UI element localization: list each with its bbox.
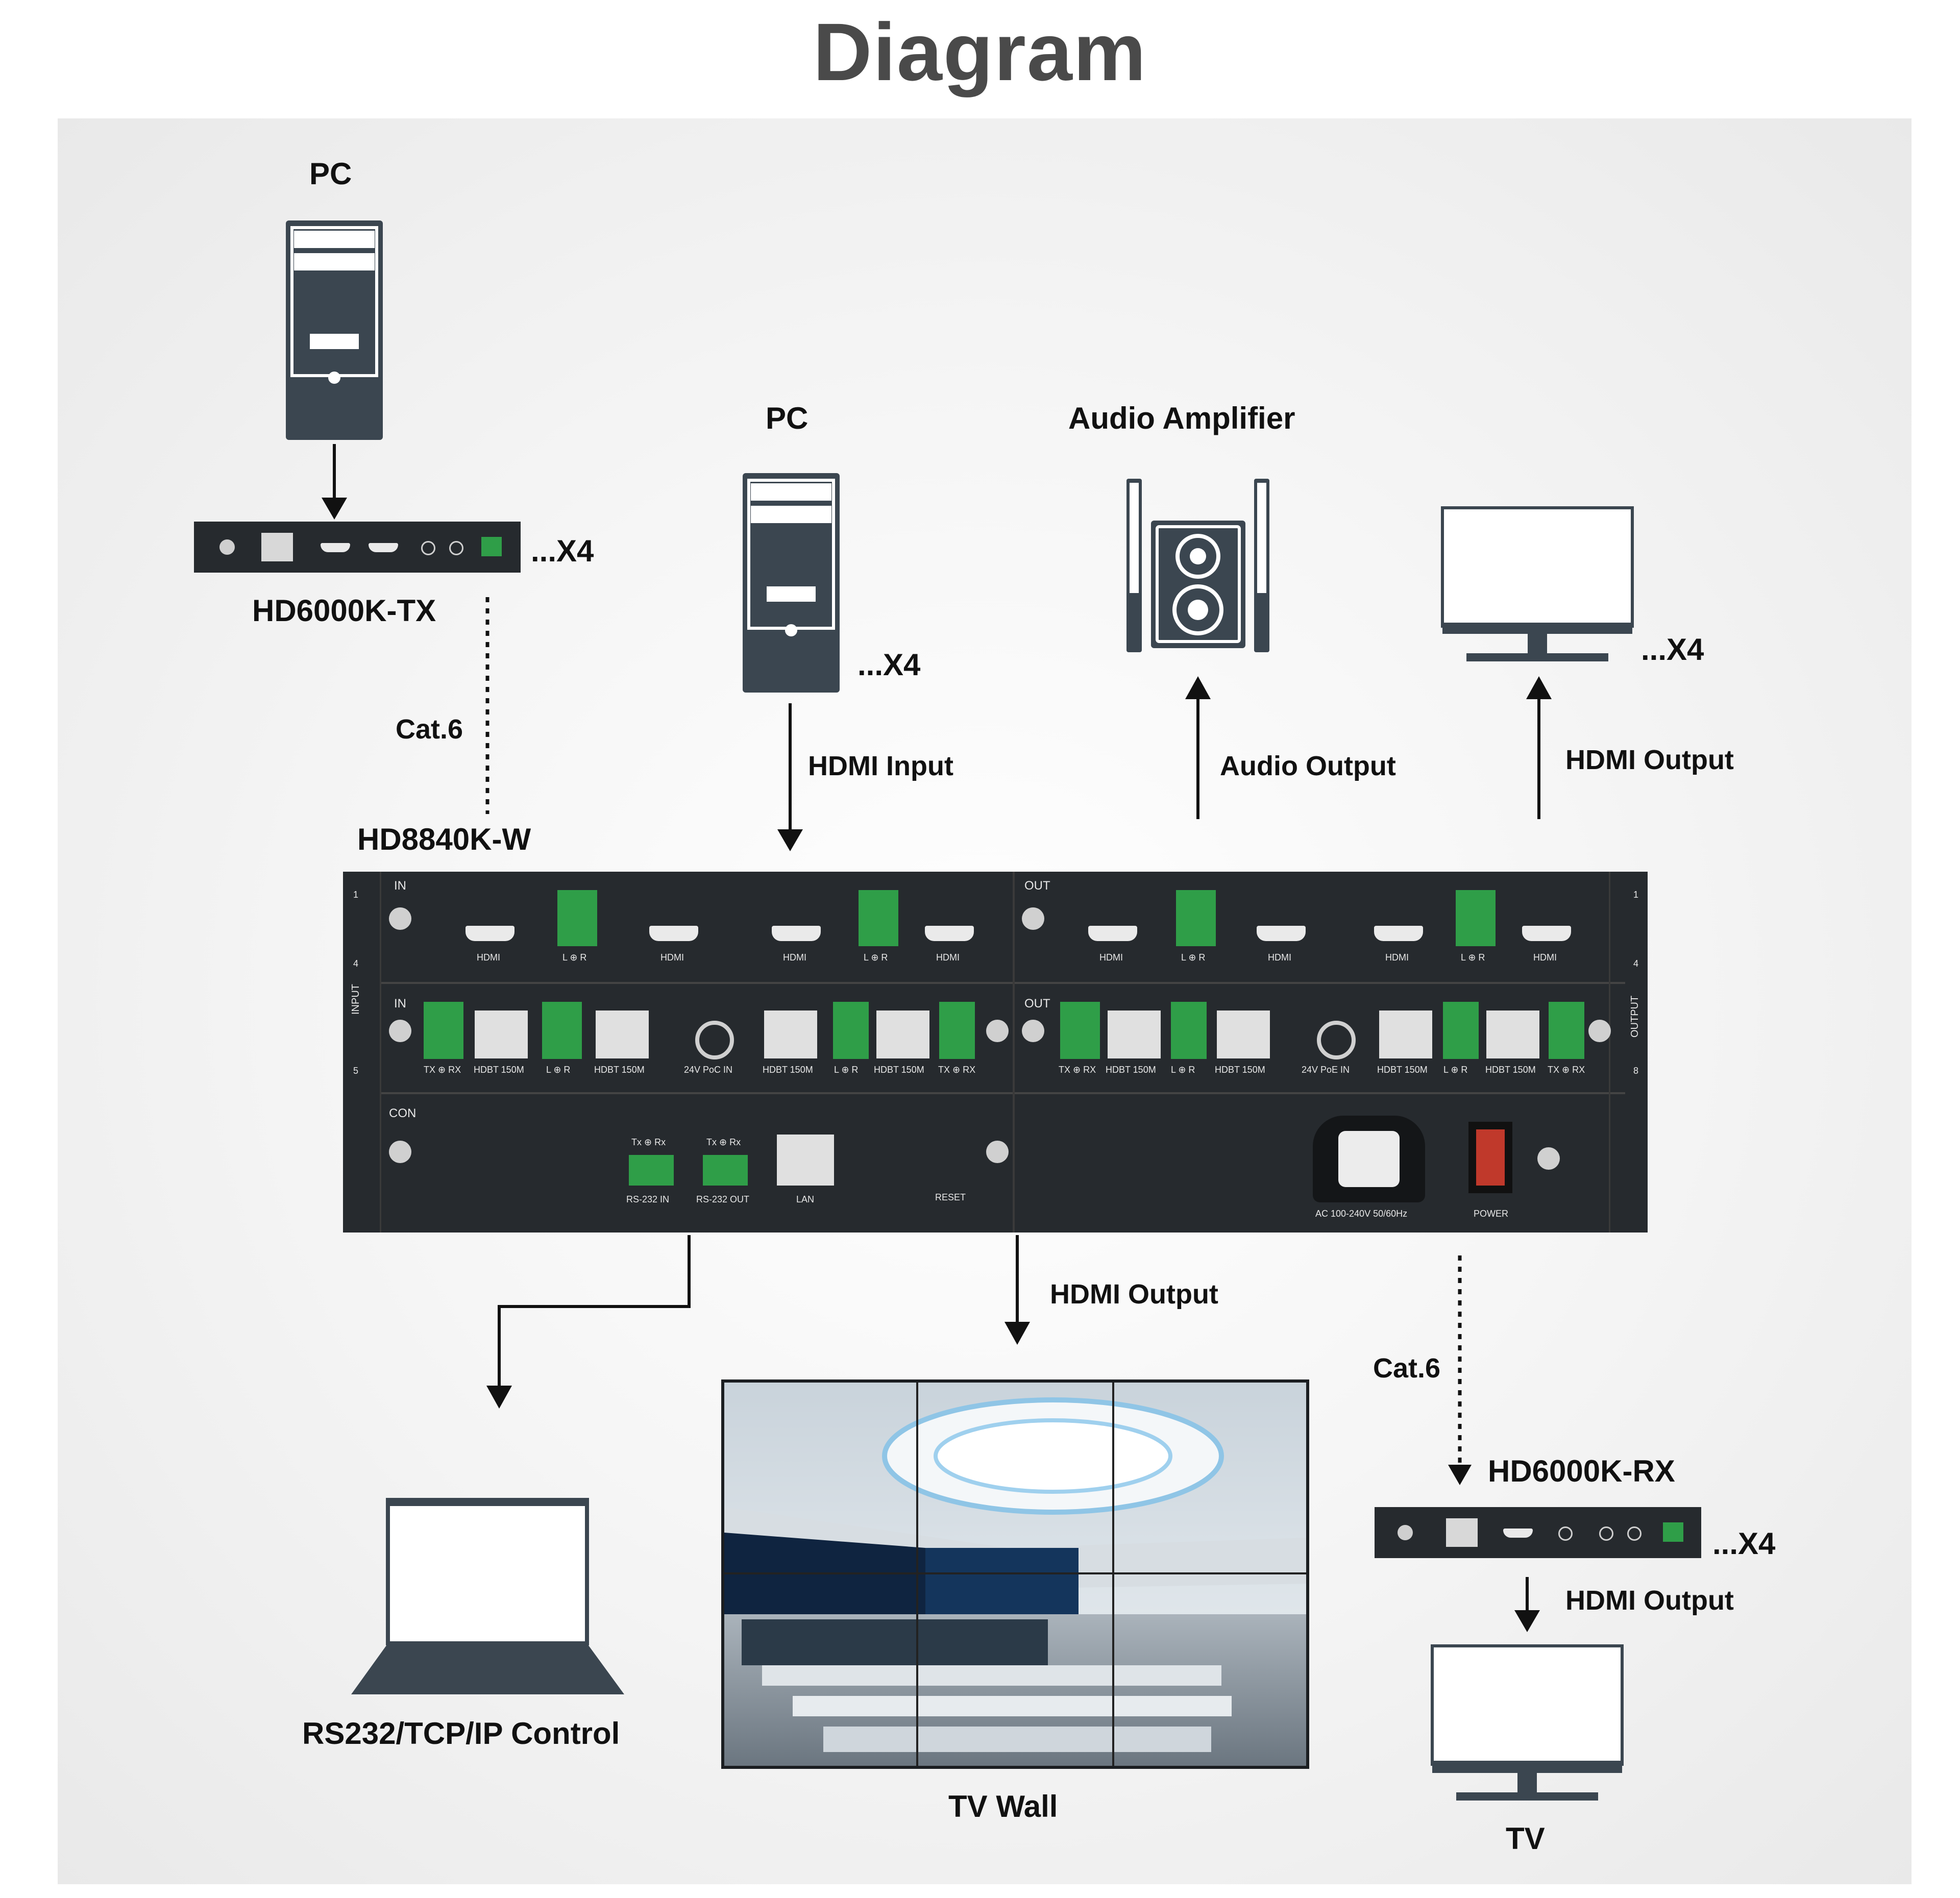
r2r-port-2: L ⊕ R [1171, 1065, 1195, 1075]
hdmi-output-top-label: HDMI Output [1565, 745, 1734, 775]
hdmi-output-tv-label: HDMI Output [1565, 1585, 1734, 1616]
monitor-icon [1441, 506, 1634, 665]
matrix-chassis: 1 4 INPUT 5 1 4 OUTPUT 8 IN OUT IN OUT C… [343, 872, 1648, 1233]
pc-tower-icon-mid [743, 473, 840, 693]
r1l-port-2: HDMI [660, 952, 684, 963]
r1r-port-3: HDMI [1385, 952, 1409, 963]
lan-label: LAN [796, 1194, 815, 1204]
r2r-port-8: TX ⊕ RX [1548, 1065, 1585, 1075]
r1r-port-4: L ⊕ R [1461, 952, 1485, 963]
r2l-port-4: 24V PoC IN [684, 1065, 733, 1075]
rs232-in-label: RS-232 IN [626, 1194, 670, 1204]
hdmi-input-label: HDMI Input [808, 751, 953, 781]
row3-con-tag: CON [389, 1106, 416, 1120]
r2r-port-1: HDBT 150M [1106, 1065, 1156, 1075]
page-title: Diagram [813, 6, 1147, 97]
r1r-port-1: L ⊕ R [1181, 952, 1206, 963]
r2r-port-3: HDBT 150M [1215, 1065, 1265, 1075]
tv-icon [1431, 1644, 1624, 1807]
r2l-port-6: L ⊕ R [834, 1065, 859, 1075]
matrix-name: HD8840K-W [357, 822, 531, 856]
num-1: 1 [353, 890, 359, 900]
rx-name: HD6000K-RX [1488, 1454, 1675, 1488]
audio-output-label: Audio Output [1220, 751, 1396, 781]
control-label: RS232/TCP/IP Control [302, 1716, 620, 1751]
num-1-right: 1 [1633, 890, 1639, 900]
tv-label: TV [1506, 1821, 1545, 1856]
tv-wall-label: TV Wall [948, 1789, 1058, 1823]
r1l-port-3: HDMI [783, 952, 806, 963]
num-5: 5 [353, 1066, 359, 1076]
cat6-top-label: Cat.6 [396, 714, 463, 745]
audio-amp-label: Audio Amplifier [1068, 401, 1295, 435]
r1r-port-2: HDMI [1268, 952, 1291, 963]
r2r-port-4: 24V PoE IN [1302, 1065, 1350, 1075]
tx-name: HD6000K-TX [252, 594, 436, 628]
r2l-port-0: TX ⊕ RX [424, 1065, 461, 1075]
rs232-in-top: Tx ⊕ Rx [631, 1137, 666, 1147]
reset-label: RESET [935, 1192, 966, 1202]
r2l-port-5: HDBT 150M [763, 1065, 813, 1075]
pc-tower-icon [286, 220, 383, 440]
pc-top-label: PC [309, 157, 352, 191]
arrow-control [498, 1235, 691, 1388]
pc-mid-label: PC [766, 401, 808, 435]
pc-mid-count: ...X4 [857, 648, 921, 682]
r1l-port-4: L ⊕ R [864, 952, 888, 963]
rx-count: ...X4 [1712, 1526, 1776, 1561]
rs232-out-label: RS-232 OUT [696, 1194, 750, 1204]
r2l-port-2: L ⊕ R [546, 1065, 571, 1075]
row1-out-tag: OUT [1024, 879, 1050, 893]
r2r-port-0: TX ⊕ RX [1059, 1065, 1096, 1075]
rs232-out-top: Tx ⊕ Rx [706, 1137, 741, 1147]
num-4: 4 [353, 958, 359, 969]
r1l-port-1: L ⊕ R [562, 952, 587, 963]
r2r-port-5: HDBT 150M [1377, 1065, 1428, 1075]
tv-wall-image [721, 1379, 1309, 1769]
num-4-right: 4 [1633, 958, 1639, 969]
rx-extender [1375, 1507, 1701, 1558]
hdmi-output-wall-label: HDMI Output [1050, 1279, 1218, 1310]
r1l-port-5: HDMI [936, 952, 960, 963]
power-label: POWER [1474, 1209, 1509, 1219]
cat6-bottom-label: Cat.6 [1373, 1353, 1441, 1384]
r2l-port-8: TX ⊕ RX [938, 1065, 976, 1075]
tx-count: ...X4 [531, 534, 594, 568]
row2-out-tag: OUT [1024, 997, 1050, 1010]
r2l-port-1: HDBT 150M [474, 1065, 524, 1075]
r2r-port-6: L ⊕ R [1443, 1065, 1468, 1075]
r1l-port-0: HDMI [477, 952, 500, 963]
tx-extender [194, 522, 521, 573]
monitor-count: ...X4 [1641, 632, 1704, 667]
row2-in-tag: IN [394, 997, 406, 1010]
speaker-icon [1125, 475, 1271, 654]
input-side-label: INPUT [350, 984, 361, 1015]
row1-in-tag: IN [394, 879, 406, 893]
ac-label: AC 100-240V 50/60Hz [1315, 1209, 1408, 1219]
output-side-label: OUTPUT [1629, 995, 1640, 1038]
r1r-port-5: HDMI [1533, 952, 1557, 963]
r2l-port-3: HDBT 150M [594, 1065, 645, 1075]
r2l-port-7: HDBT 150M [874, 1065, 924, 1075]
r2r-port-7: HDBT 150M [1485, 1065, 1536, 1075]
r1r-port-0: HDMI [1099, 952, 1123, 963]
laptop-icon [351, 1498, 624, 1694]
num-8: 8 [1633, 1066, 1639, 1076]
